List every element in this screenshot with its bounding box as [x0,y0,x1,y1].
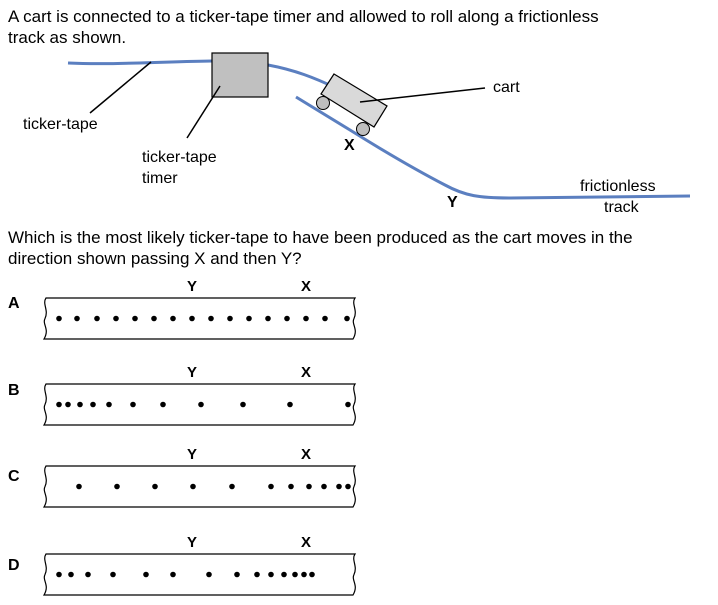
tape-dot [56,315,62,322]
tape-dot [345,483,351,490]
track-label-line-1: frictionless [580,178,656,195]
tape-dot [74,315,80,322]
tape-marker-x: X [301,534,312,551]
tape-dot [234,571,240,578]
intro-line-2: track as shown. [8,28,127,47]
tape-dot [106,401,112,408]
tape-dot [90,401,96,408]
tape-dot [287,401,293,408]
tape-dot [77,401,83,408]
prompt-line-2: direction shown passing X and then Y? [8,249,302,268]
point-y-label: Y [447,194,458,211]
prompt-line-1: Which is the most likely ticker-tape to … [8,228,633,247]
tape-dot [208,315,214,322]
option-letter: A [8,295,20,312]
tape-dot [240,401,246,408]
tape-outline [42,465,357,508]
tape-dot [284,315,290,322]
option-c[interactable]: Y X C [0,446,718,516]
ticker-tape-d [42,553,357,596]
tape-dot [198,401,204,408]
tape-dot [76,483,82,490]
tape-dot [229,483,235,490]
option-letter: C [8,468,20,485]
tape-dot [85,571,91,578]
ticker-tape-strip [67,59,213,66]
cart-wheel-front [356,122,370,136]
tape-dot [292,571,298,578]
tape-dot [268,571,274,578]
tape-dot [306,483,312,490]
tape-dot [143,571,149,578]
tape-marker-y: Y [187,534,198,551]
ticker-tape-timer-box [211,52,269,98]
tape-dot [110,571,116,578]
tape-dot [206,571,212,578]
tape-dot [56,571,62,578]
tape-dot [309,571,315,578]
tape-dot [265,315,271,322]
tape-dot [94,315,100,322]
tape-dot [344,315,350,322]
tape-marker-x: X [301,278,312,295]
tape-dot [336,483,342,490]
frictionless-track [295,95,691,200]
tape-dot [190,483,196,490]
intro-line-1: A cart is connected to a ticker-tape tim… [8,7,599,26]
timer-pointer [186,85,221,139]
cart-track-diagram [67,52,691,200]
tape-marker-y: Y [187,278,198,295]
timer-label-line-2: timer [142,170,178,187]
option-letter: B [8,382,20,399]
option-b[interactable]: Y X B [0,364,718,434]
option-d[interactable]: Y X D [0,534,718,604]
tape-dot [189,315,195,322]
tape-dot [321,483,327,490]
track-label-line-2: track [604,199,639,216]
cart-body [320,73,388,128]
point-x-label: X [344,137,355,154]
tape-dot [322,315,328,322]
tape-marker-y: Y [187,364,198,381]
tape-dot [268,483,274,490]
tape-dot [281,571,287,578]
tape-dot [288,483,294,490]
ticker-tape-c [42,465,357,508]
tape-outline [42,297,357,340]
ticker-tape-pointer [89,61,152,114]
tape-dot [254,571,260,578]
ticker-tape-label: ticker-tape [23,116,98,133]
tape-dot [151,315,157,322]
tape-dot [170,315,176,322]
option-letter: D [8,557,20,574]
cart-label: cart [493,79,520,96]
tape-dot [301,571,307,578]
tape-dot [132,315,138,322]
tape-marker-y: Y [187,446,198,463]
tape-dot [227,315,233,322]
tape-dot [160,401,166,408]
tape-dot [113,315,119,322]
cart-pointer [359,87,486,103]
tape-dot [303,315,309,322]
timer-label-line-1: ticker-tape [142,149,217,166]
option-a[interactable]: Y X A [0,278,718,348]
tape-dot [152,483,158,490]
tape-dot [56,401,62,408]
tape-dot [65,401,71,408]
cart-wheel-rear [316,96,330,110]
tape-dot [68,571,74,578]
tape-marker-x: X [301,364,312,381]
tape-dot [114,483,120,490]
tape-dot [130,401,136,408]
tape-marker-x: X [301,446,312,463]
tape-dot [345,401,351,408]
tape-dot [246,315,252,322]
ticker-tape-to-cart [267,63,337,90]
tape-outline [42,553,357,596]
tape-dot [170,571,176,578]
ticker-tape-a [42,297,357,340]
ticker-tape-b [42,383,357,426]
